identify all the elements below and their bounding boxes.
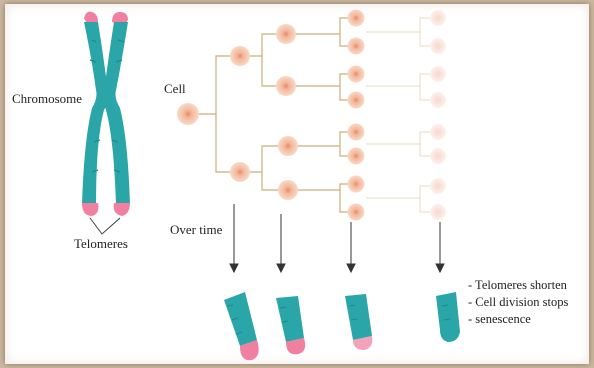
chromosome-label: Chromosome xyxy=(12,91,82,107)
arrow-down-icon xyxy=(436,264,444,272)
cells-gen4 xyxy=(348,10,365,221)
cell xyxy=(230,162,250,182)
cell xyxy=(230,46,250,66)
cells-gen2 xyxy=(230,46,250,182)
cell xyxy=(430,38,446,54)
cell xyxy=(348,124,365,141)
cell xyxy=(348,10,365,27)
cells-gen5 xyxy=(430,10,446,220)
lineage-lines xyxy=(198,18,350,212)
cell xyxy=(430,204,446,220)
cell xyxy=(348,66,365,83)
cell xyxy=(348,148,365,165)
cells-gen1 xyxy=(177,103,199,125)
cell xyxy=(430,92,446,108)
cell xyxy=(276,76,296,96)
cell xyxy=(430,124,446,140)
cell xyxy=(348,176,365,193)
chromatid-fragment-4 xyxy=(436,292,460,342)
chromatid-right xyxy=(103,22,130,205)
cell xyxy=(348,204,365,221)
cell xyxy=(430,178,446,194)
telomere-bottom-right xyxy=(114,203,130,216)
chromosome xyxy=(82,12,130,216)
chromatid-fragment-1 xyxy=(224,292,259,360)
cells-gen3 xyxy=(276,24,298,200)
note-item: - Cell division stops xyxy=(468,294,568,311)
note-item: - Telomeres shorten xyxy=(468,277,568,294)
cell-label: Cell xyxy=(164,81,186,97)
cell xyxy=(430,10,446,26)
chromatid-left xyxy=(82,22,109,205)
cell xyxy=(278,136,298,156)
arrow-down-icon xyxy=(230,264,238,272)
telomere-bottom-left xyxy=(82,203,98,216)
over-time-label: Over time xyxy=(170,222,222,238)
chromatid-fragment-2 xyxy=(276,296,305,354)
telomeres-label: Telomeres xyxy=(74,236,128,252)
arrow-down-icon xyxy=(347,264,355,272)
arrow-down-icon xyxy=(277,264,285,272)
note-item: - senescence xyxy=(468,311,568,328)
cell xyxy=(276,24,296,44)
cell xyxy=(430,66,446,82)
cell xyxy=(348,38,365,55)
cell xyxy=(177,103,199,125)
cell xyxy=(348,92,365,109)
outcome-notes: - Telomeres shorten - Cell division stop… xyxy=(468,277,568,328)
telomere-pointer xyxy=(90,218,120,234)
time-arrows xyxy=(230,204,444,272)
chromatid-fragment-3 xyxy=(345,294,372,350)
lineage-lines-faded xyxy=(366,18,430,212)
cell xyxy=(430,148,446,164)
cell xyxy=(278,180,298,200)
